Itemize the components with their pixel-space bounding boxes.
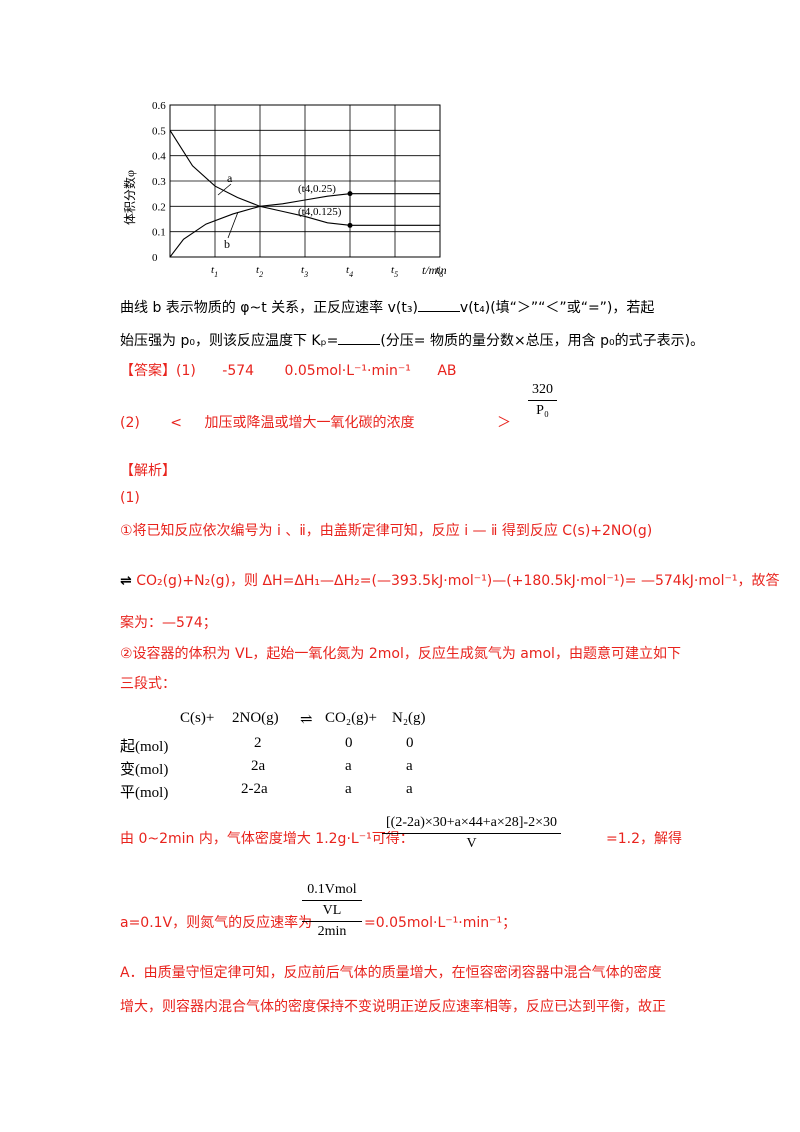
table-cell: 2a <box>251 758 266 774</box>
y-tick-label: 0 <box>152 252 158 264</box>
table-cell: 2-2a <box>241 781 268 797</box>
density-fraction: [(2-2a)×30+a×44+a×28]-2×30 V <box>382 815 561 852</box>
table-cell: 2 <box>254 735 262 751</box>
x-tick-label: t2 <box>256 264 263 279</box>
table-row-label: 变(mol) <box>120 762 169 778</box>
curve-a-pointer <box>217 183 232 196</box>
y-tick-label: 0.1 <box>152 227 166 239</box>
curve-label-a: a <box>227 171 233 185</box>
table-cell: 0 <box>345 735 353 751</box>
analysis-step1: ①将已知反应依次编号为 ⅰ 、ⅱ，由盖斯定律可知，反应 ⅰ — ⅱ 得到反应 C… <box>120 523 653 539</box>
analysis-title: 【解析】 <box>120 463 176 479</box>
table-head-c: C(s)+ <box>180 710 215 726</box>
table-cell: a <box>406 758 413 774</box>
blank-1 <box>417 299 460 312</box>
x-tick-label: t5 <box>391 264 398 279</box>
analysis-step7: 增大，则容器内混合气体的密度保持不变说明正逆反应速率相等，反应已达到平衡，故正 <box>120 999 666 1015</box>
annotation-point <box>347 191 353 197</box>
table-head-arrow: ⇌ <box>300 712 313 728</box>
answer-label: 【答案】(1) <box>120 363 196 379</box>
x-axis-label: t/min <box>422 263 447 277</box>
x-tick-label: t1 <box>211 264 218 279</box>
table-cell: a <box>406 781 413 797</box>
chart-ticks: 0 0.1 0.2 0.3 0.4 0.5 0.6 t1 t2 t3 t4 t5 t6 <box>152 100 443 279</box>
density-denominator: V <box>466 836 477 851</box>
question-line-1: 曲线 b 表示物质的 φ~t 关系，正反应速率 v(t₃) v(t₄)(填“＞”“… <box>120 297 654 317</box>
volume-fraction-chart: 0 0.1 0.2 0.3 0.4 0.5 0.6 t1 t2 t3 t4 t5 t6 体积分数φ t/… <box>122 100 447 279</box>
table-row-label: 起(mol) <box>120 739 169 755</box>
question-line-2: 始压强为 p₀，则该反应温度下 Kₚ= (分压= 物质的量分数×总压，用含 p₀的… <box>120 330 704 350</box>
analysis-step4b: =1.2，解得 <box>606 831 682 847</box>
x-tick-label: t6 <box>436 264 443 279</box>
y-tick-label: 0.6 <box>152 100 166 112</box>
analysis-part1: (1) <box>120 490 140 506</box>
answer-line-1: 【答案】(1) -574 0.05mol·L⁻¹·min⁻¹ AB <box>120 360 457 380</box>
kp-numerator: 320 <box>528 382 557 401</box>
rate-denominator: 2min <box>317 924 347 939</box>
three-stage-table: C(s)+ 2NO(g) ⇌ CO₂(g)+ N₂(g) 起(mol) 2 0 … <box>120 710 460 801</box>
table-head-no: 2NO(g) <box>232 710 279 726</box>
answer-1-value: -574 <box>222 363 255 379</box>
y-tick-label: 0.4 <box>152 151 166 163</box>
analysis-step3b: 三段式： <box>120 676 176 692</box>
table-head-n2: N₂(g) <box>392 710 426 726</box>
kp-denominator: P₀ <box>536 403 549 418</box>
table-cell: a <box>345 781 352 797</box>
chart-grid <box>169 104 441 258</box>
blank-2 <box>338 332 381 345</box>
table-head-co2: CO₂(g)+ <box>325 710 378 726</box>
curve-b-pointer <box>227 211 239 239</box>
rate-numerator-top: 0.1Vmol <box>302 882 362 901</box>
y-axis-label: 体积分数φ <box>122 170 137 225</box>
analysis-step4a: 由 0~2min 内，气体密度增大 1.2g·L⁻¹可得： <box>120 831 414 847</box>
answer-part2-compare: < <box>170 415 183 431</box>
question-text-2b: (分压= 物质的量分数×总压，用含 p₀的式子表示)。 <box>380 333 705 349</box>
answer-kp-fraction: 320 P₀ <box>528 382 557 419</box>
rate-fraction: 0.1Vmol VL 2min <box>302 882 362 940</box>
y-tick-label: 0.5 <box>152 125 166 137</box>
answer-line-2: (2) < 加压或降温或增大一氧化碳的浓度 ＞ <box>120 412 511 432</box>
answer-part2-label: (2) <box>120 415 140 431</box>
analysis-step5a: a=0.1V，则氮气的反应速率为 <box>120 915 313 931</box>
y-tick-label: 0.3 <box>152 176 166 188</box>
table-cell: 0 <box>406 735 414 751</box>
x-tick-label: t3 <box>301 264 308 279</box>
annotation-t4-025: (t4,0.25) <box>298 183 336 195</box>
question-text-1b: v(t₄)(填“＞”“＜”或“=”)，若起 <box>459 300 655 316</box>
curve-label-b: b <box>224 237 230 251</box>
chart-curves <box>169 130 440 258</box>
question-text-1a: 曲线 b 表示物质的 φ~t 关系，正反应速率 v(t₃) <box>120 300 418 316</box>
answer-2-value: 0.05mol·L⁻¹·min⁻¹ <box>284 363 411 379</box>
curve-b <box>169 205 440 258</box>
curve-a <box>169 130 440 207</box>
rate-numerator-bottom: VL <box>302 901 362 922</box>
analysis-step2a: CO₂(g)+N₂(g)，则 ΔH=ΔH₁—ΔH₂=(—393.5kJ·mol⁻… <box>136 573 780 589</box>
analysis-step2b: 案为：—574； <box>120 615 217 631</box>
table-row-label: 平(mol) <box>120 785 169 801</box>
equilibrium-arrow-icon: ⇌ <box>120 573 132 589</box>
answer-3-value: AB <box>437 363 457 379</box>
analysis-step2-line: ⇌ CO₂(g)+N₂(g)，则 ΔH=ΔH₁—ΔH₂=(—393.5kJ·mo… <box>120 570 779 590</box>
answer-part2-method: 加压或降温或增大一氧化碳的浓度 <box>204 415 415 431</box>
table-cell: a <box>345 758 352 774</box>
question-text-2a: 始压强为 p₀，则该反应温度下 Kₚ= <box>120 333 339 349</box>
analysis-step5b: =0.05mol·L⁻¹·min⁻¹； <box>364 915 517 931</box>
x-tick-label: t4 <box>346 264 353 279</box>
annotation-t4-0125: (t4,0.125) <box>298 206 342 218</box>
analysis-step6: A．由质量守恒定律可知，反应前后气体的质量增大，在恒容密闭容器中混合气体的密度 <box>120 965 662 981</box>
density-numerator: [(2-2a)×30+a×44+a×28]-2×30 <box>382 815 561 834</box>
y-tick-label: 0.2 <box>152 201 166 213</box>
answer-part2-compare2: ＞ <box>496 415 511 431</box>
analysis-step3: ②设容器的体积为 VL，起始一氧化氮为 2mol，反应生成氮气为 amol，由题… <box>120 646 681 662</box>
